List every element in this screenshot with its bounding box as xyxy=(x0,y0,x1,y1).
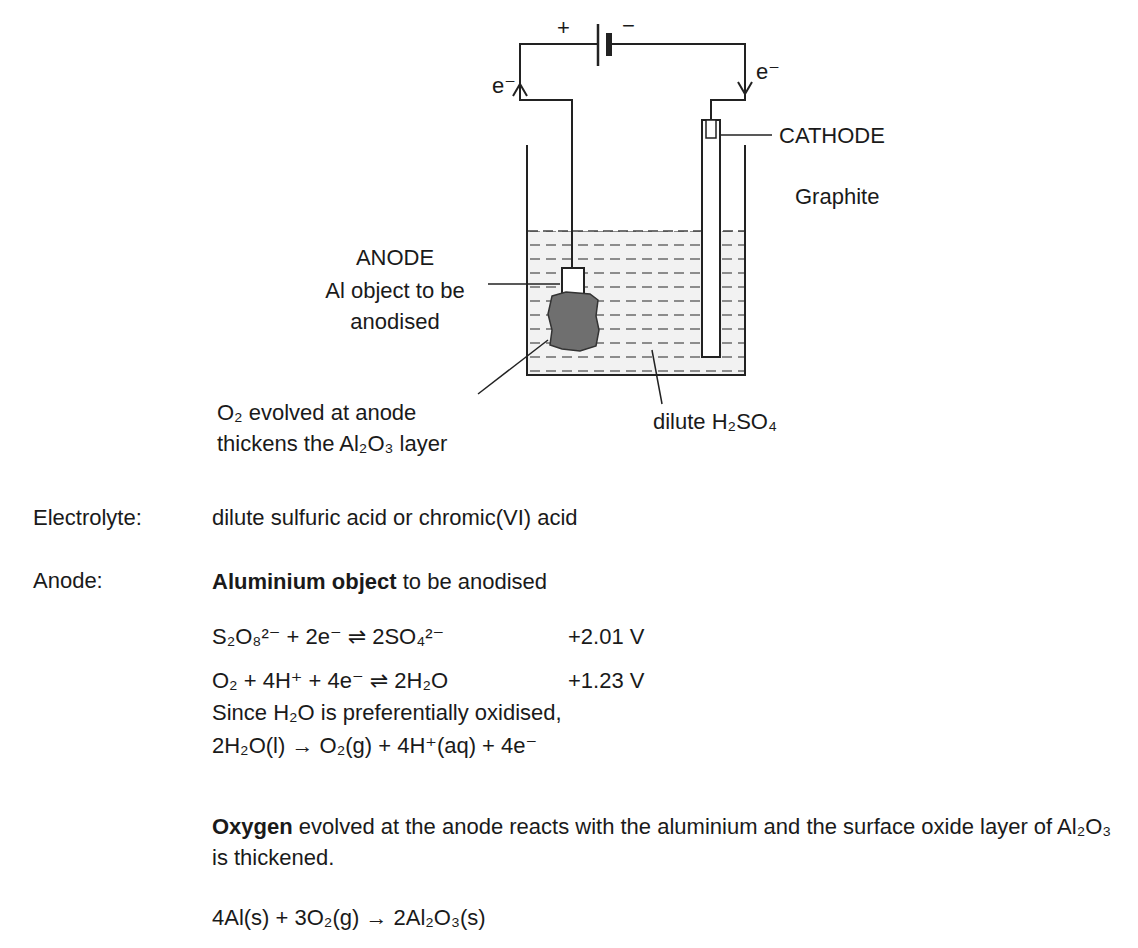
heading-label: Electrolyte: xyxy=(33,502,142,533)
body-text: Since H₂O is preferentially oxidised, xyxy=(212,697,562,728)
body-text: to be anodised xyxy=(403,569,547,594)
leader-line xyxy=(478,340,548,394)
part-description: Al object to be anodised xyxy=(318,275,472,337)
electron-label: e⁻ xyxy=(756,56,780,87)
graphite-cathode xyxy=(702,120,720,357)
leader-line xyxy=(721,134,772,136)
part-name: ANODE xyxy=(330,242,460,273)
body-text: dilute sulfuric acid or chromic(VI) acid xyxy=(212,502,578,533)
electron-label: e⁻ xyxy=(492,70,516,101)
text-line: Oxygenevolved at the anode reacts with t… xyxy=(212,811,1117,873)
electrode-potential: +1.23 V xyxy=(568,665,644,696)
electrode-potential: +2.01 V xyxy=(568,621,644,652)
electrolyte-label: dilute H₂SO₄ xyxy=(653,406,777,437)
body-text: evolved at the anode reacts with the alu… xyxy=(212,814,1111,870)
part-name: CATHODE xyxy=(779,120,885,151)
emphasis-text: Oxygen xyxy=(212,814,293,839)
leader-line xyxy=(488,283,560,285)
electron-arrow xyxy=(738,82,752,94)
emphasis-text: Aluminium object xyxy=(212,569,397,594)
polarity-sign: − xyxy=(622,10,635,41)
battery-plate xyxy=(606,33,612,56)
text-line: Aluminium objectto be anodised xyxy=(212,566,1092,597)
equation: O₂ + 4H⁺ + 4e⁻ ⇌ 2H₂O xyxy=(212,665,448,696)
material-label: Graphite xyxy=(795,181,879,212)
cathode-cap xyxy=(706,120,716,138)
polarity-sign: + xyxy=(557,12,570,43)
wire xyxy=(610,44,745,120)
wire xyxy=(520,44,598,268)
battery-plate xyxy=(597,24,600,66)
heading-label: Anode: xyxy=(33,565,103,596)
anode-holder xyxy=(562,268,584,294)
leader-line xyxy=(652,350,662,404)
equation: 2H₂O(l) → O₂(g) + 4H⁺(aq) + 4e⁻ xyxy=(212,730,537,761)
note: O₂ evolved at anode thickens the Al₂O₃ l… xyxy=(217,397,485,459)
equation: 4Al(s) + 3O₂(g) → 2Al₂O₃(s) xyxy=(212,902,486,933)
aluminium-object xyxy=(548,292,599,351)
equation: S₂O₈²⁻ + 2e⁻ ⇌ 2SO₄²⁻ xyxy=(212,621,444,652)
